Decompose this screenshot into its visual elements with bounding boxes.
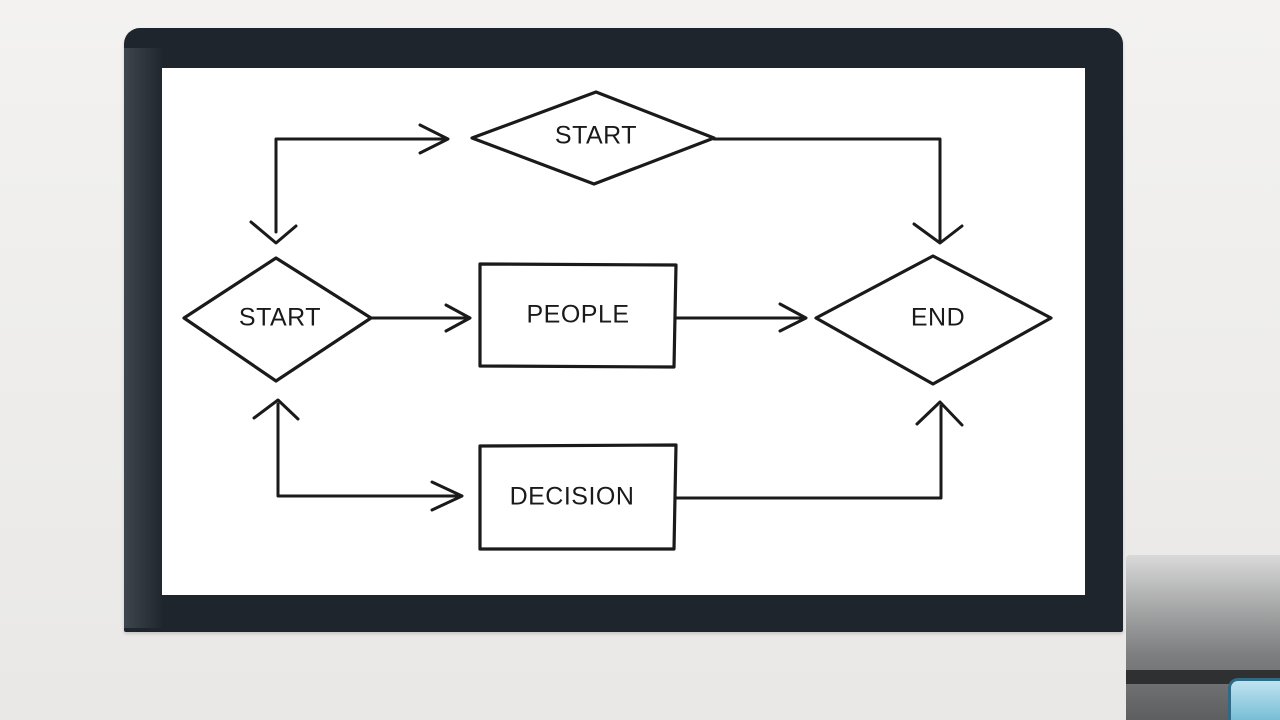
node-label-start-left: START: [239, 304, 321, 332]
node-people: PEOPLE: [478, 262, 678, 369]
arrowhead-into-people: [444, 303, 472, 333]
node-label-start-top: START: [555, 122, 637, 150]
node-start-top: START: [470, 90, 716, 186]
process-box-decision: [478, 443, 678, 551]
node-label-decision: DECISION: [510, 483, 635, 511]
arrowhead-into-start-left-top: [249, 220, 298, 245]
monitor: [124, 28, 1123, 632]
arrowhead-into-end-bottom: [915, 400, 964, 427]
arrowhead-into-end-top: [912, 222, 964, 245]
monitor-screen: [162, 68, 1085, 595]
edge-start-left-to-start-top: [274, 137, 448, 234]
decision-diamond-start-top: [470, 90, 716, 186]
node-decision: DECISION: [478, 443, 678, 551]
edge-start-left-to-decision: [276, 402, 462, 498]
decision-diamond-start-left: [182, 256, 373, 383]
edge-decision-to-end: [674, 404, 943, 500]
edge-start-top-to-end: [712, 137, 942, 242]
node-label-people: PEOPLE: [526, 301, 629, 329]
node-end: END: [814, 254, 1053, 386]
arrowhead-into-start-left-bottom: [252, 398, 300, 421]
node-start-left: START: [182, 256, 373, 383]
cup: [1228, 678, 1280, 720]
arrowhead-into-decision: [430, 480, 464, 512]
node-label-end: END: [911, 304, 965, 332]
arrowhead-into-end-left: [778, 302, 808, 333]
arrowhead-into-start-top: [418, 123, 450, 155]
process-box-people: [478, 262, 678, 369]
flowchart-edges: [249, 123, 964, 512]
decision-diamond-end: [814, 254, 1053, 386]
